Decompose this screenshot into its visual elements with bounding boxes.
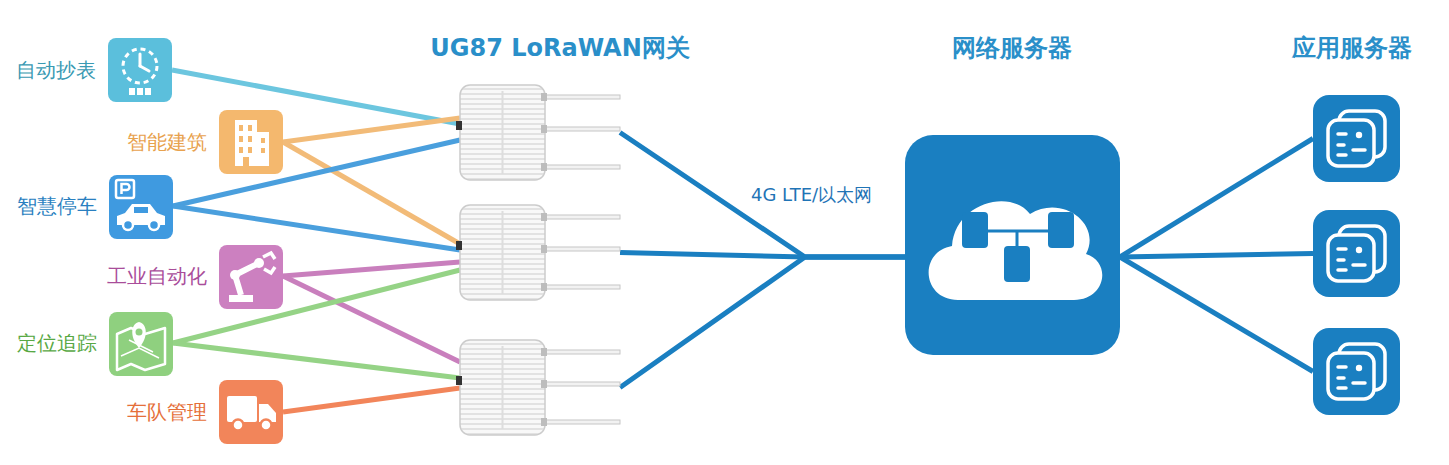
app-server-symbol bbox=[1313, 328, 1400, 415]
robot-arm-icon bbox=[219, 245, 283, 309]
column-heading: UG87 LoRaWAN网关 bbox=[430, 34, 689, 63]
connector bbox=[283, 118, 460, 142]
industrial-automation-node: 工业自动化 bbox=[107, 244, 283, 308]
app-server-node bbox=[1313, 210, 1400, 297]
column-heading: 网络服务器 bbox=[952, 34, 1072, 63]
gateway-node bbox=[460, 205, 620, 300]
meter-reading-node: 自动抄表 bbox=[16, 38, 172, 102]
connector bbox=[283, 276, 460, 362]
gateway-node: UG87 LoRaWAN网关 bbox=[460, 85, 620, 180]
connector bbox=[620, 257, 905, 388]
icon-slot bbox=[108, 38, 172, 102]
connector bbox=[283, 388, 460, 412]
meter-icon bbox=[108, 38, 172, 102]
icon-slot bbox=[219, 380, 283, 444]
icon-slot bbox=[109, 174, 173, 238]
connector bbox=[173, 270, 460, 343]
connector bbox=[173, 343, 460, 378]
app-server-node: 应用服务器 bbox=[1313, 95, 1400, 182]
network-server-node: 网络服务器 bbox=[905, 135, 1120, 355]
node-label: 工业自动化 bbox=[107, 264, 207, 288]
connector bbox=[620, 133, 905, 258]
icon-slot bbox=[109, 311, 173, 375]
network-server-symbol bbox=[905, 135, 1120, 355]
node-label: 智能建筑 bbox=[127, 130, 207, 154]
smart-building-node: 智能建筑 bbox=[127, 110, 283, 174]
connector bbox=[173, 140, 460, 206]
node-label: 智慧停车 bbox=[17, 194, 97, 218]
gateway-device bbox=[456, 85, 620, 180]
fleet-node: 车队管理 bbox=[127, 380, 283, 444]
connector bbox=[283, 262, 460, 276]
node-label: 自动抄表 bbox=[16, 58, 96, 82]
node-label: 车队管理 bbox=[127, 400, 207, 424]
gateway-node bbox=[460, 340, 620, 435]
building-icon bbox=[219, 110, 283, 174]
gateway-device bbox=[456, 340, 620, 435]
map-icon bbox=[109, 312, 173, 376]
tracking-node: 定位追踪 bbox=[17, 311, 173, 375]
app-server-symbol bbox=[1313, 210, 1400, 297]
truck-icon bbox=[219, 380, 283, 444]
parking-icon bbox=[109, 175, 173, 239]
app-server-node bbox=[1313, 328, 1400, 415]
column-heading: 应用服务器 bbox=[1292, 34, 1412, 63]
gateway-device bbox=[456, 205, 620, 300]
connector bbox=[1120, 257, 1313, 372]
connector bbox=[173, 206, 460, 250]
icon-slot bbox=[219, 110, 283, 174]
icon-slot bbox=[219, 244, 283, 308]
connector bbox=[172, 70, 460, 124]
smart-parking-node: 智慧停车 bbox=[17, 174, 173, 238]
link-label: 4G LTE/以太网 bbox=[748, 184, 875, 206]
node-label: 定位追踪 bbox=[17, 331, 97, 355]
connector bbox=[1120, 254, 1313, 258]
app-server-symbol bbox=[1313, 95, 1400, 182]
connector bbox=[1120, 139, 1313, 258]
